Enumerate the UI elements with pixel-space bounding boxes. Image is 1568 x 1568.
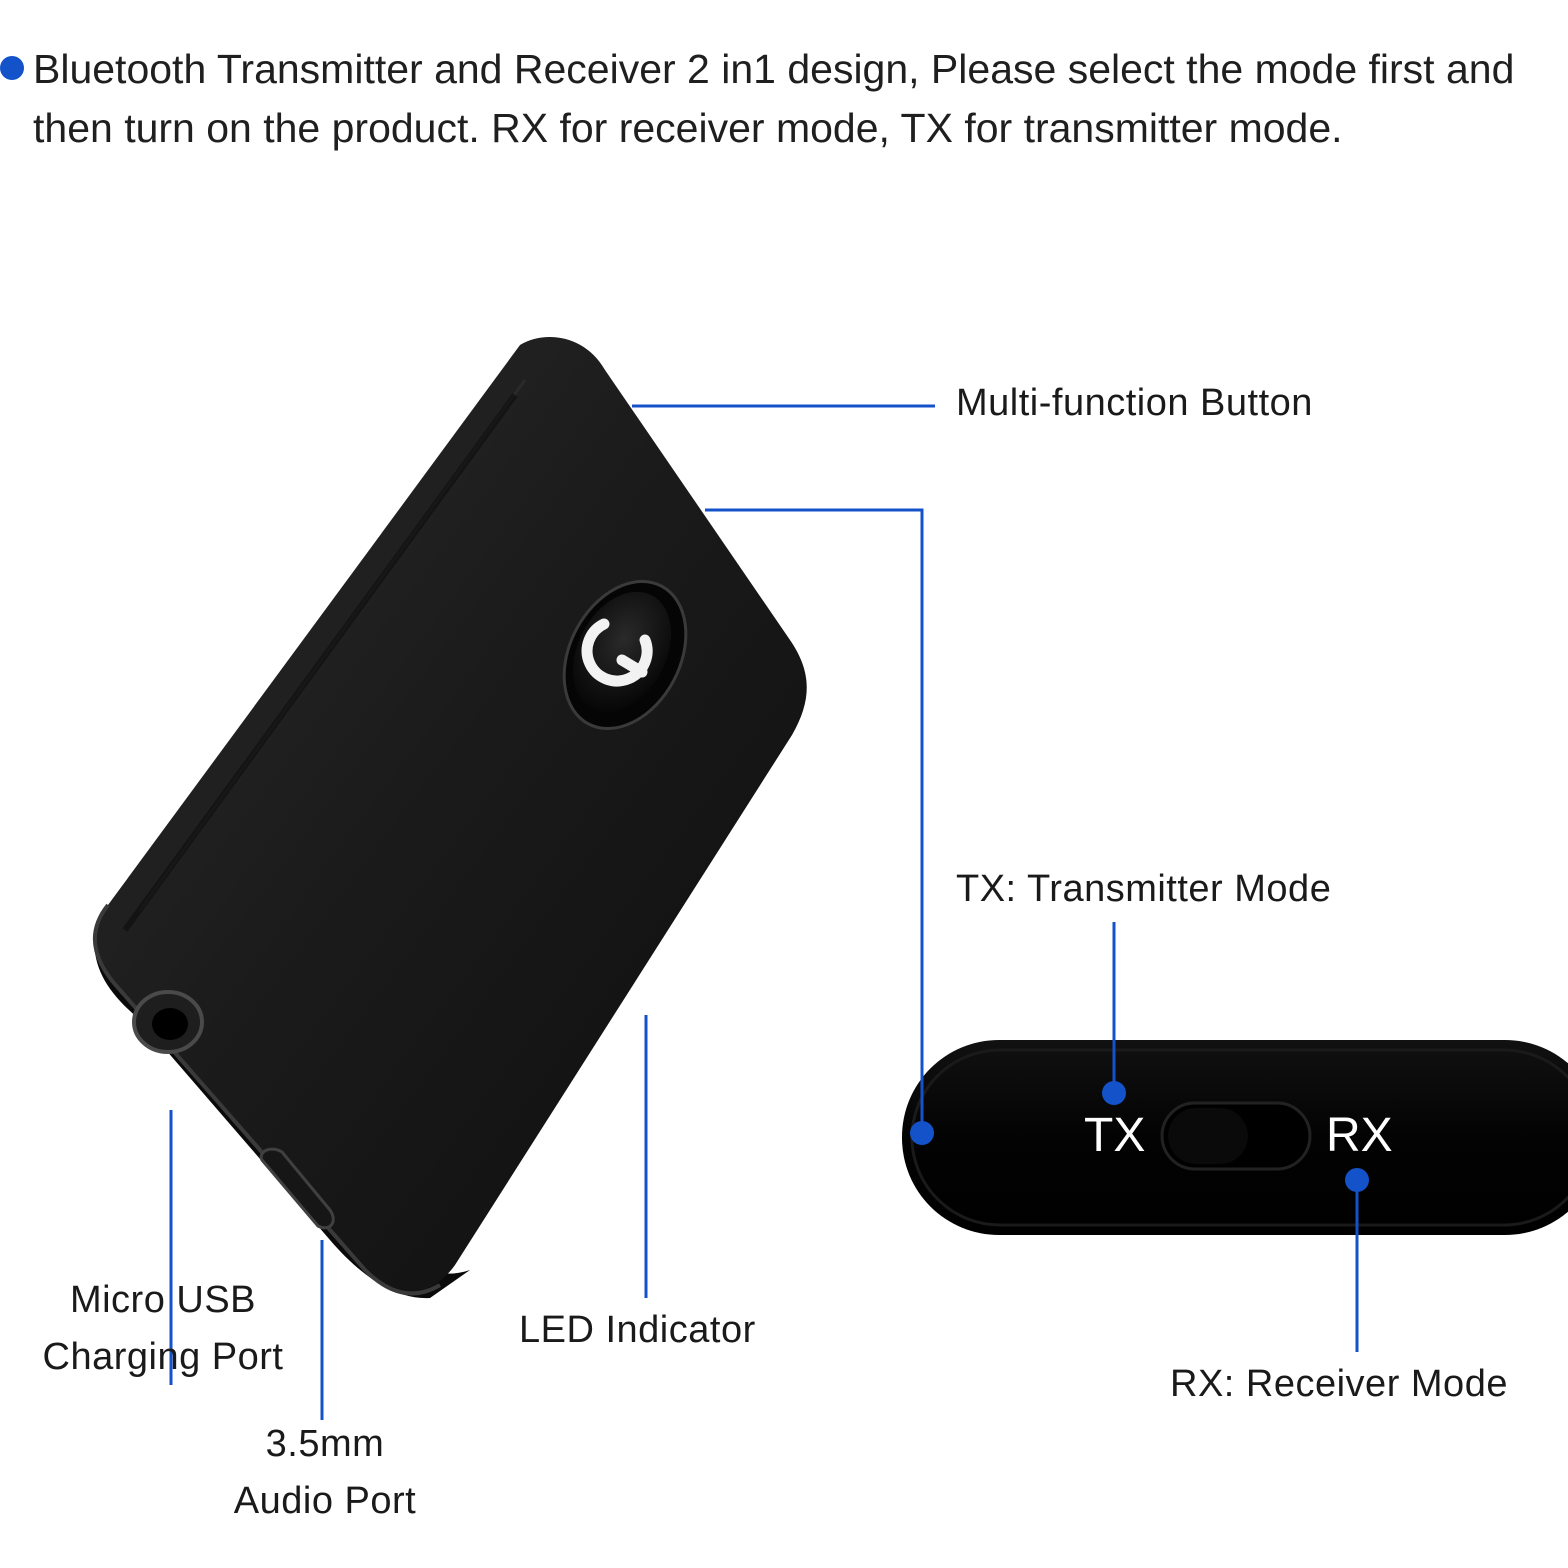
bullet-dot-icon <box>0 56 24 80</box>
multi-function-button-graphic <box>562 579 688 731</box>
label-micro-usb-line2: Charging Port <box>42 1336 284 1378</box>
switch-tx-label: TX <box>1084 1109 1146 1162</box>
intro-line-1: Bluetooth Transmitter and Receiver 2 in1… <box>33 46 1515 92</box>
label-audio-port-line1: 3.5mm <box>265 1423 385 1465</box>
label-audio-port: 3.5mm Audio Port <box>200 1416 450 1530</box>
label-led-indicator: LED Indicator <box>519 1309 756 1351</box>
label-micro-usb: Micro USB Charging Port <box>18 1272 308 1386</box>
intro-line-2: then turn on the product. RX for receive… <box>33 105 1343 151</box>
label-micro-usb-line1: Micro USB <box>69 1279 257 1321</box>
transmitter-device <box>92 337 807 1299</box>
usb-port-icon <box>259 1147 335 1230</box>
switch-rx-label: RX <box>1326 1109 1393 1162</box>
label-audio-port-line2: Audio Port <box>233 1480 417 1522</box>
callout-lines <box>169 404 1359 1420</box>
label-multi-function-button: Multi-function Button <box>956 382 1313 424</box>
mode-switch-closeup <box>902 1040 1568 1235</box>
label-rx-mode: RX: Receiver Mode <box>1170 1363 1508 1405</box>
callout-led-top <box>705 508 924 1133</box>
power-icon <box>581 618 653 687</box>
callout-dots <box>910 1081 1369 1192</box>
label-tx-mode: TX: Transmitter Mode <box>956 868 1332 910</box>
